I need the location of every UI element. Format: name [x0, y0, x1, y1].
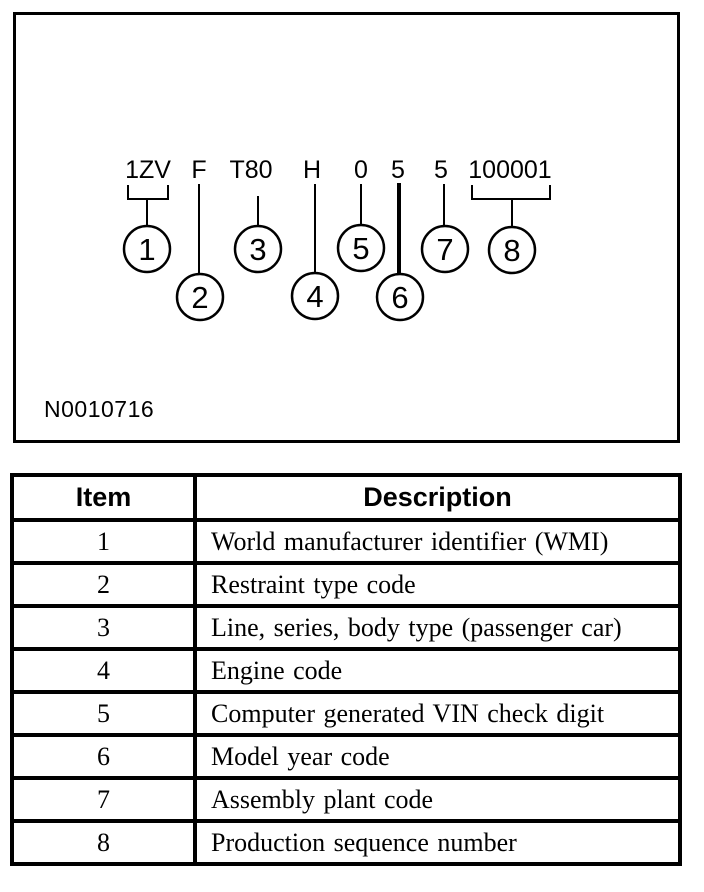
- callout-circle: [175, 272, 225, 322]
- callout-number: 2: [191, 280, 208, 315]
- figure-reference-code: N0010716: [44, 396, 155, 422]
- callout-circle: [290, 271, 340, 321]
- callout-circle: [420, 224, 470, 274]
- vin-segment-text: 5: [391, 156, 405, 184]
- callout-number: 3: [249, 232, 266, 267]
- callout-circle: [336, 223, 386, 273]
- description-cell: Engine code: [193, 647, 682, 694]
- vin-segment-text: 1ZV: [125, 156, 171, 184]
- item-number-cell: 4: [10, 647, 197, 694]
- callout-number: 1: [138, 232, 155, 267]
- table-header-row: Item Description: [10, 473, 682, 522]
- vin-segment-text: F: [191, 156, 206, 184]
- item-number-cell: 5: [10, 690, 197, 737]
- callout-number: 6: [391, 280, 408, 315]
- callout-circle: [122, 224, 172, 274]
- item-number-cell: 7: [10, 776, 197, 823]
- item-number-cell: 1: [10, 518, 197, 565]
- description-cell: Computer generated VIN check digit: [193, 690, 682, 737]
- callout-number: 8: [503, 233, 520, 268]
- description-cell: Assembly plant code: [193, 776, 682, 823]
- item-number-cell: 2: [10, 561, 197, 608]
- description-cell: World manufacturer identifier (WMI): [193, 518, 682, 565]
- callout-circle: [375, 272, 425, 322]
- callout-number: 7: [436, 232, 453, 267]
- callout-circle: [487, 225, 537, 275]
- description-cell: Restraint type code: [193, 561, 682, 608]
- vin-segment-text: 0: [354, 156, 368, 184]
- description-cell: Model year code: [193, 733, 682, 780]
- item-number-cell: 8: [10, 819, 197, 866]
- callout-number: 4: [306, 279, 323, 314]
- description-cell: Line, series, body type (passenger car): [193, 604, 682, 651]
- vin-segment-text: 5: [434, 156, 448, 184]
- column-header-item: Item: [10, 473, 197, 522]
- callout-circle: [233, 224, 283, 274]
- segment-bracket: [127, 185, 169, 200]
- vin-segment-text: T80: [229, 156, 272, 184]
- vin-segment-text: 100001: [468, 156, 551, 184]
- segment-bracket: [471, 185, 551, 200]
- callout-number: 5: [352, 231, 369, 266]
- description-cell: Production sequence number: [193, 819, 682, 866]
- column-header-description: Description: [193, 473, 682, 522]
- item-number-cell: 6: [10, 733, 197, 780]
- vin-segment-text: H: [303, 156, 321, 184]
- vin-diagram-frame: [13, 12, 680, 443]
- item-number-cell: 3: [10, 604, 197, 651]
